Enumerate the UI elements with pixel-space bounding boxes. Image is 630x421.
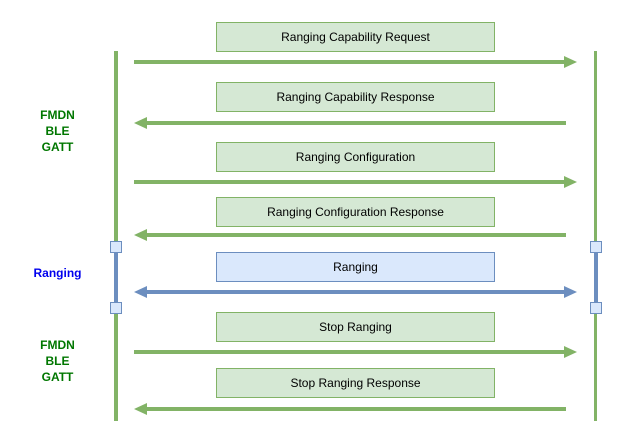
- message-arrow-both-ranging: [134, 286, 577, 298]
- message-arrow-right-ranging-configuration: [134, 176, 577, 188]
- arrow-line: [134, 350, 565, 354]
- activation-handle-left-bottom: [110, 302, 122, 314]
- lifeline-right: [593, 51, 597, 421]
- message-box-ranging-configuration: Ranging Configuration: [216, 142, 495, 172]
- message-box-stop-ranging: Stop Ranging: [216, 312, 495, 342]
- message-box-ranging: Ranging: [216, 252, 495, 282]
- arrowhead-left-icon: [134, 117, 147, 129]
- message-box-ranging-capability-request: Ranging Capability Request: [216, 22, 495, 52]
- phase-label-fmdn-ble-gatt-top: FMDN BLE GATT: [10, 107, 105, 155]
- lifeline-left: [114, 51, 118, 421]
- arrowhead-left-icon: [134, 403, 147, 415]
- phase-label-ranging: Ranging: [10, 265, 105, 281]
- arrowhead-right-icon: [564, 56, 577, 68]
- arrow-line: [134, 180, 565, 184]
- arrowhead-left-icon: [134, 229, 147, 241]
- message-arrow-left-ranging-configuration-response: [134, 229, 566, 241]
- phase-label-fmdn-ble-gatt-bottom: FMDN BLE GATT: [10, 337, 105, 385]
- message-box-stop-ranging-response: Stop Ranging Response: [216, 368, 495, 398]
- arrowhead-right-icon: [564, 346, 577, 358]
- arrow-line: [145, 290, 565, 294]
- arrowhead-right-icon: [564, 176, 577, 188]
- activation-segment-left: [114, 247, 118, 309]
- message-box-ranging-capability-response: Ranging Capability Response: [216, 82, 495, 112]
- activation-handle-right-top: [589, 241, 602, 253]
- arrow-line: [134, 60, 565, 64]
- arrow-line: [145, 121, 566, 125]
- message-arrow-left-stop-ranging-response: [134, 403, 566, 415]
- arrow-line: [145, 233, 566, 237]
- arrowhead-left-icon: [134, 286, 147, 298]
- activation-handle-left-top: [110, 241, 122, 253]
- arrowhead-right-icon: [564, 286, 577, 298]
- activation-handle-right-bottom: [589, 302, 602, 314]
- message-box-ranging-configuration-response: Ranging Configuration Response: [216, 197, 495, 227]
- message-arrow-right-stop-ranging: [134, 346, 577, 358]
- message-arrow-left-ranging-capability-response: [134, 117, 566, 129]
- activation-segment-right: [593, 247, 598, 309]
- arrow-line: [145, 407, 566, 411]
- message-arrow-right-ranging-capability-request: [134, 56, 577, 68]
